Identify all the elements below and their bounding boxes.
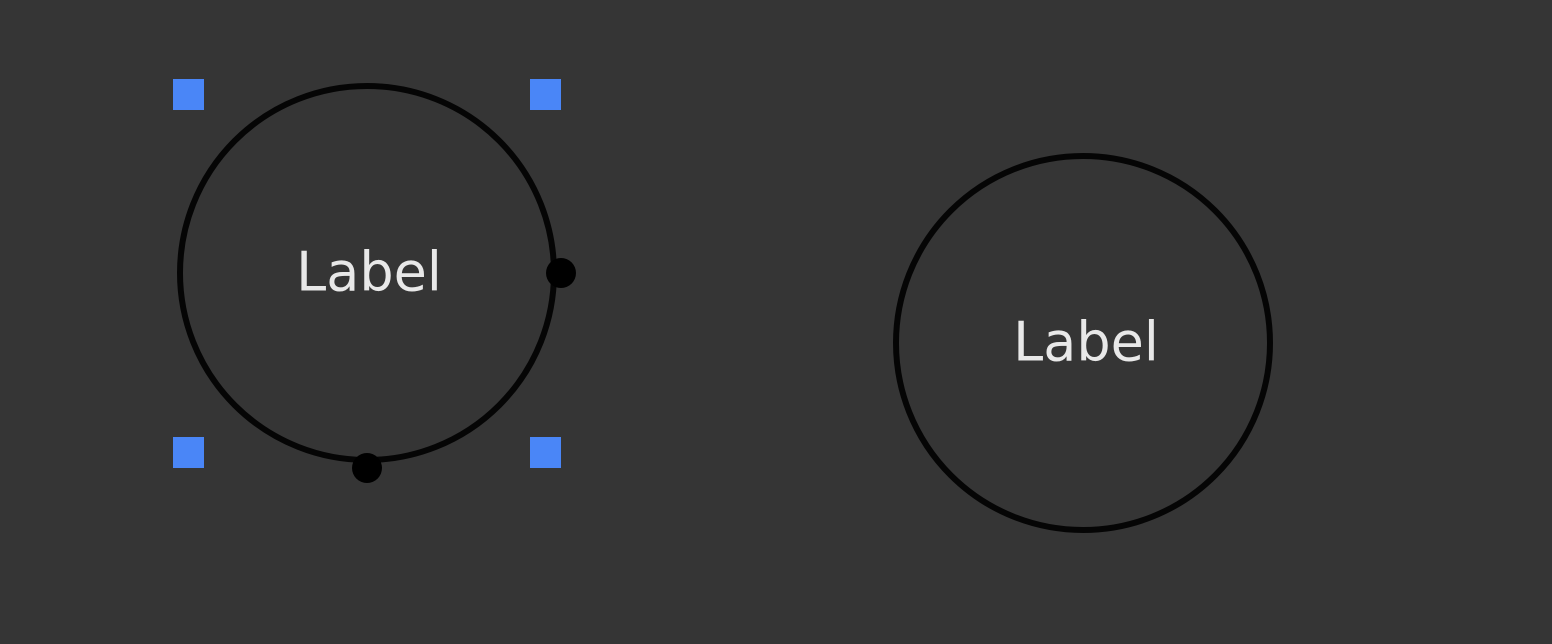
resize-handle-top-right[interactable] — [530, 79, 561, 110]
resize-handle-top-left[interactable] — [173, 79, 204, 110]
resize-handle-bottom-right[interactable] — [530, 437, 561, 468]
node-label[interactable]: Label — [296, 241, 442, 304]
circle-node[interactable]: Label — [893, 153, 1273, 533]
node-label[interactable]: Label — [1013, 311, 1159, 374]
resize-handle-bottom-left[interactable] — [173, 437, 204, 468]
connection-point-right[interactable] — [546, 258, 576, 288]
circle-shape[interactable] — [893, 153, 1273, 533]
connection-point-bottom[interactable] — [352, 453, 382, 483]
